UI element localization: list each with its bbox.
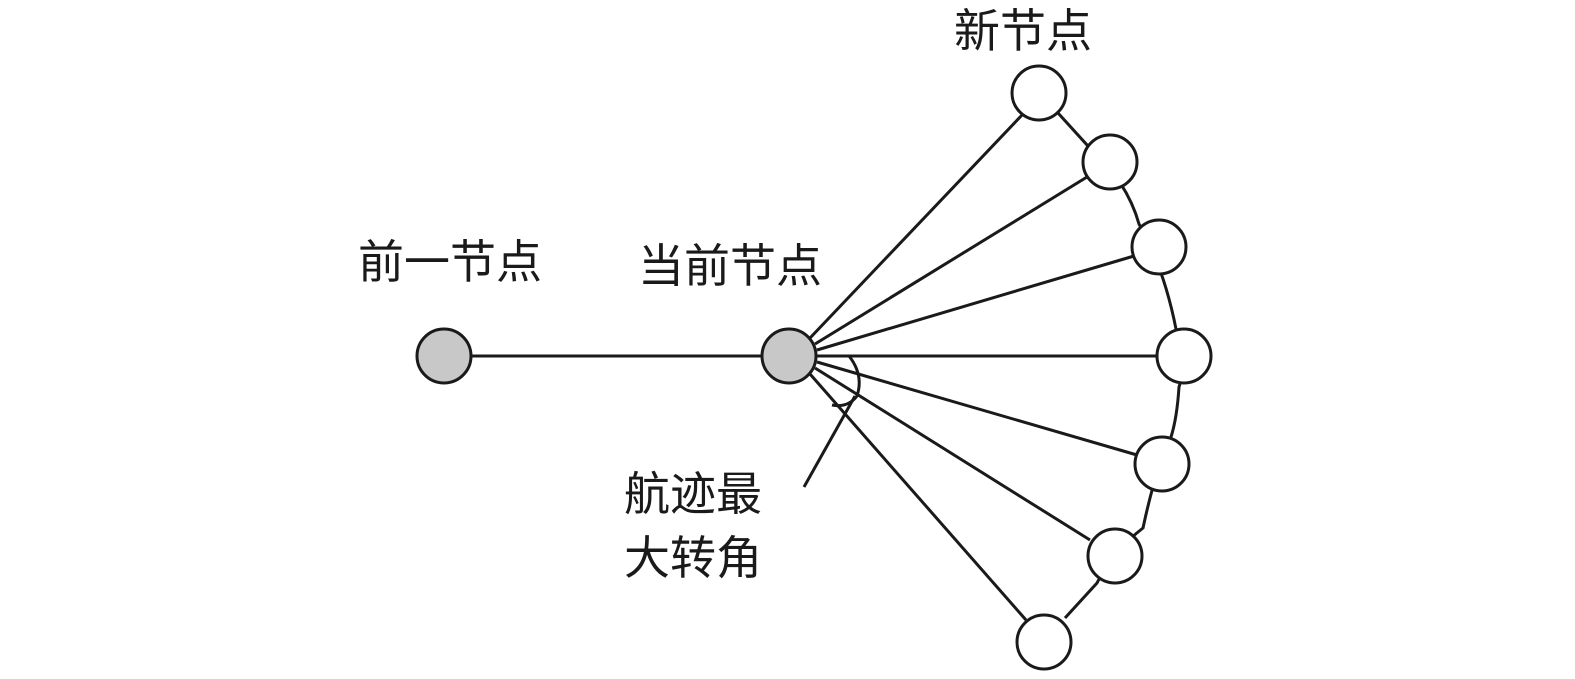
previous-node	[415, 327, 473, 385]
edge-current-to-new-node-2	[814, 175, 1088, 346]
new-node-6	[1086, 527, 1144, 585]
new-node-2	[1081, 133, 1139, 191]
label-max-turn-angle-line2: 大转角	[624, 531, 762, 585]
label-current-node: 当前节点	[638, 239, 822, 293]
edge-current-to-new-node-1	[808, 112, 1025, 340]
new-node-7	[1015, 613, 1073, 671]
max-turn-angle-arc	[831, 355, 861, 408]
new-node-5	[1133, 435, 1191, 493]
edge-current-to-new-node-7	[808, 373, 1028, 621]
max-turn-angle-leader-line	[802, 395, 857, 488]
current-node	[760, 327, 818, 385]
new-node-3	[1130, 218, 1188, 276]
new-node-1	[1010, 64, 1068, 122]
label-new-nodes: 新节点	[954, 4, 1092, 58]
label-previous-node: 前一节点	[358, 235, 542, 289]
new-node-4	[1155, 327, 1213, 385]
edge-current-to-new-node-6	[814, 366, 1091, 542]
new-nodes-connecting-arc	[1056, 111, 1184, 620]
label-max-turn-angle-line1: 航迹最	[624, 467, 762, 521]
edge-current-to-new-node-5	[816, 360, 1138, 457]
edge-current-to-new-node-3	[816, 254, 1135, 352]
